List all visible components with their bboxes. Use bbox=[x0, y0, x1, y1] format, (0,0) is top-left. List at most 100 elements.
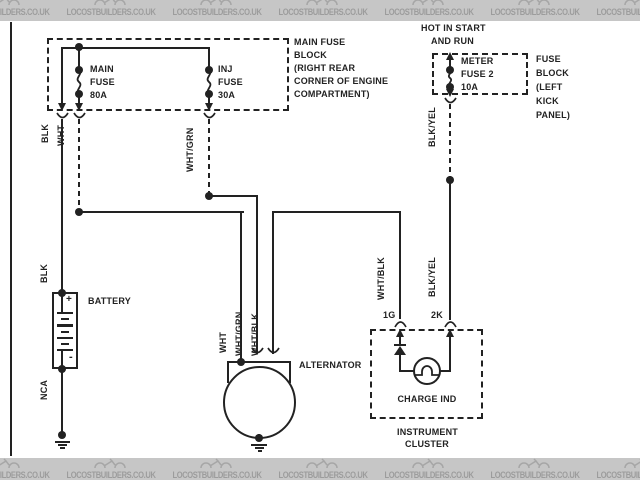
fuse-icon bbox=[76, 68, 82, 96]
locost-car-logo-icon bbox=[200, 0, 232, 6]
locost-car-logo-icon bbox=[306, 0, 338, 6]
wire-wht-to-alternator bbox=[240, 211, 242, 363]
watermark-text: LOCOSTBUILDERS.CO.UK bbox=[172, 470, 262, 480]
watermark-text: LOCOSTBUILDERS.CO.UK bbox=[596, 470, 640, 480]
watermark-text: LOCOSTBUILDERS.CO.UK bbox=[384, 470, 474, 480]
bulb-icon bbox=[413, 357, 441, 385]
arrow-up-icon bbox=[446, 52, 454, 60]
locost-car-logo-icon bbox=[94, 0, 126, 6]
page-border-line bbox=[10, 22, 12, 456]
battery-plate bbox=[57, 337, 73, 339]
wire-main-fuse-top bbox=[78, 47, 80, 69]
wire-inj-fuse-top bbox=[208, 47, 210, 69]
wire-nca bbox=[61, 368, 63, 434]
battery-label: BATTERY bbox=[88, 296, 131, 306]
wire-cluster-left bbox=[399, 355, 401, 372]
battery-minus-sign: - bbox=[69, 351, 73, 363]
ground-bar bbox=[60, 447, 65, 449]
meter-fuse-label: FUSE 2 bbox=[461, 69, 494, 79]
watermark-item: LOCOSTBUILDERS.CO.UK bbox=[0, 458, 58, 480]
battery-plate bbox=[61, 318, 69, 320]
arrow-up-icon bbox=[396, 329, 404, 337]
connector-2k-label: 2K bbox=[431, 310, 443, 320]
watermark-text: LOCOSTBUILDERS.CO.UK bbox=[0, 470, 50, 480]
connector-icon bbox=[73, 112, 86, 119]
locost-car-logo-icon bbox=[624, 459, 640, 469]
instrument-cluster-label: CLUSTER bbox=[405, 439, 449, 449]
wire-wht-grn-dashed bbox=[208, 119, 210, 197]
watermark-text: LOCOSTBUILDERS.CO.UK bbox=[596, 7, 640, 17]
connector-icon bbox=[444, 321, 457, 328]
main-fuse-block-name: MAIN FUSE bbox=[294, 37, 346, 47]
wire-wht-horizontal bbox=[78, 211, 244, 213]
locost-car-logo-icon bbox=[518, 0, 550, 6]
battery-plate bbox=[57, 324, 73, 327]
fuse-block-name: PANEL) bbox=[536, 110, 571, 120]
watermark-text: LOCOSTBUILDERS.CO.UK bbox=[0, 7, 50, 17]
watermark-item: LOCOSTBUILDERS.CO.UK bbox=[376, 458, 482, 480]
diode-icon bbox=[394, 344, 406, 355]
watermark-item: LOCOSTBUILDERS.CO.UK bbox=[270, 0, 376, 21]
wire-to-bulb bbox=[399, 370, 416, 372]
watermark-item: LOCOSTBUILDERS.CO.UK bbox=[164, 0, 270, 21]
battery-plate bbox=[57, 312, 73, 314]
wire-wht-blk-to-cluster bbox=[399, 211, 401, 319]
watermark-item: LOCOSTBUILDERS.CO.UK bbox=[482, 458, 588, 480]
watermark-text: LOCOSTBUILDERS.CO.UK bbox=[172, 7, 262, 17]
wire-label: WHT bbox=[56, 124, 66, 146]
inj-fuse-label: 30A bbox=[218, 90, 236, 100]
instrument-cluster-label: INSTRUMENT bbox=[397, 427, 458, 437]
fuse-block-name: KICK bbox=[536, 96, 559, 106]
wire-wht-blk-to-alternator bbox=[272, 211, 274, 354]
junction-dot bbox=[75, 43, 83, 51]
wire-label: BLK bbox=[40, 123, 50, 143]
meter-fuse-label: METER bbox=[461, 56, 494, 66]
wire-blk-yel-dashed bbox=[449, 104, 451, 180]
inj-fuse-label: INJ bbox=[218, 64, 233, 74]
main-fuse-block-name: CORNER OF ENGINE bbox=[294, 76, 389, 86]
watermark-text: LOCOSTBUILDERS.CO.UK bbox=[490, 7, 580, 17]
ground-bar bbox=[255, 447, 264, 449]
arrow-down-icon bbox=[446, 89, 454, 97]
watermark-band-top: LOCOSTBUILDERS.CO.UK LOCOSTBUILDERS.CO.U… bbox=[0, 0, 640, 21]
arrow-down-icon bbox=[75, 103, 83, 111]
connector-icon bbox=[394, 321, 407, 328]
wire-wht-dashed bbox=[78, 119, 80, 213]
watermark-item: LOCOSTBUILDERS.CO.UK bbox=[482, 0, 588, 21]
main-fuse-label: 80A bbox=[90, 90, 108, 100]
locost-car-logo-icon bbox=[200, 458, 232, 469]
wire-wht-grn-horizontal bbox=[208, 195, 258, 197]
ground-bar bbox=[58, 444, 67, 446]
feed-label: HOT IN START bbox=[421, 23, 486, 33]
main-fuse-block-name: COMPARTMENT) bbox=[294, 89, 370, 99]
main-fuse-label: FUSE bbox=[90, 77, 115, 87]
wire-label: WHT bbox=[218, 331, 228, 353]
junction-dot bbox=[237, 358, 245, 366]
fuse-icon bbox=[206, 68, 212, 96]
watermark-item: LOCOSTBUILDERS.CO.UK bbox=[588, 458, 640, 480]
arrow-down-icon bbox=[58, 103, 66, 111]
wire-label: BLK/YEL bbox=[427, 257, 437, 297]
main-fuse-block-name: BLOCK bbox=[294, 50, 327, 60]
wire-label: WHT/GRN bbox=[185, 127, 195, 172]
wire-label: NCA bbox=[39, 379, 49, 400]
main-fuse-label: MAIN bbox=[90, 64, 114, 74]
wire-blk-in-box bbox=[61, 47, 63, 105]
watermark-band-bottom: LOCOSTBUILDERS.CO.UK LOCOSTBUILDERS.CO.U… bbox=[0, 458, 640, 480]
watermark-item: LOCOSTBUILDERS.CO.UK bbox=[164, 458, 270, 480]
watermark-text: LOCOSTBUILDERS.CO.UK bbox=[66, 7, 156, 17]
watermark-text: LOCOSTBUILDERS.CO.UK bbox=[278, 7, 368, 17]
locost-car-logo-icon bbox=[412, 458, 444, 469]
wire-cluster-left bbox=[399, 336, 401, 345]
wire-wht-blk-horizontal bbox=[272, 211, 401, 213]
locost-car-logo-icon bbox=[0, 458, 20, 469]
connector-icon bbox=[251, 347, 264, 354]
wire-label: BLK/YEL bbox=[427, 107, 437, 147]
main-fuse-block-name: (RIGHT REAR bbox=[294, 63, 356, 73]
wire-cluster-right bbox=[449, 336, 451, 372]
ground-bar bbox=[55, 441, 70, 443]
connector-icon bbox=[203, 112, 216, 119]
fuse-terminal-dot bbox=[446, 83, 454, 91]
wire-wht-grn-to-alternator bbox=[256, 195, 258, 354]
